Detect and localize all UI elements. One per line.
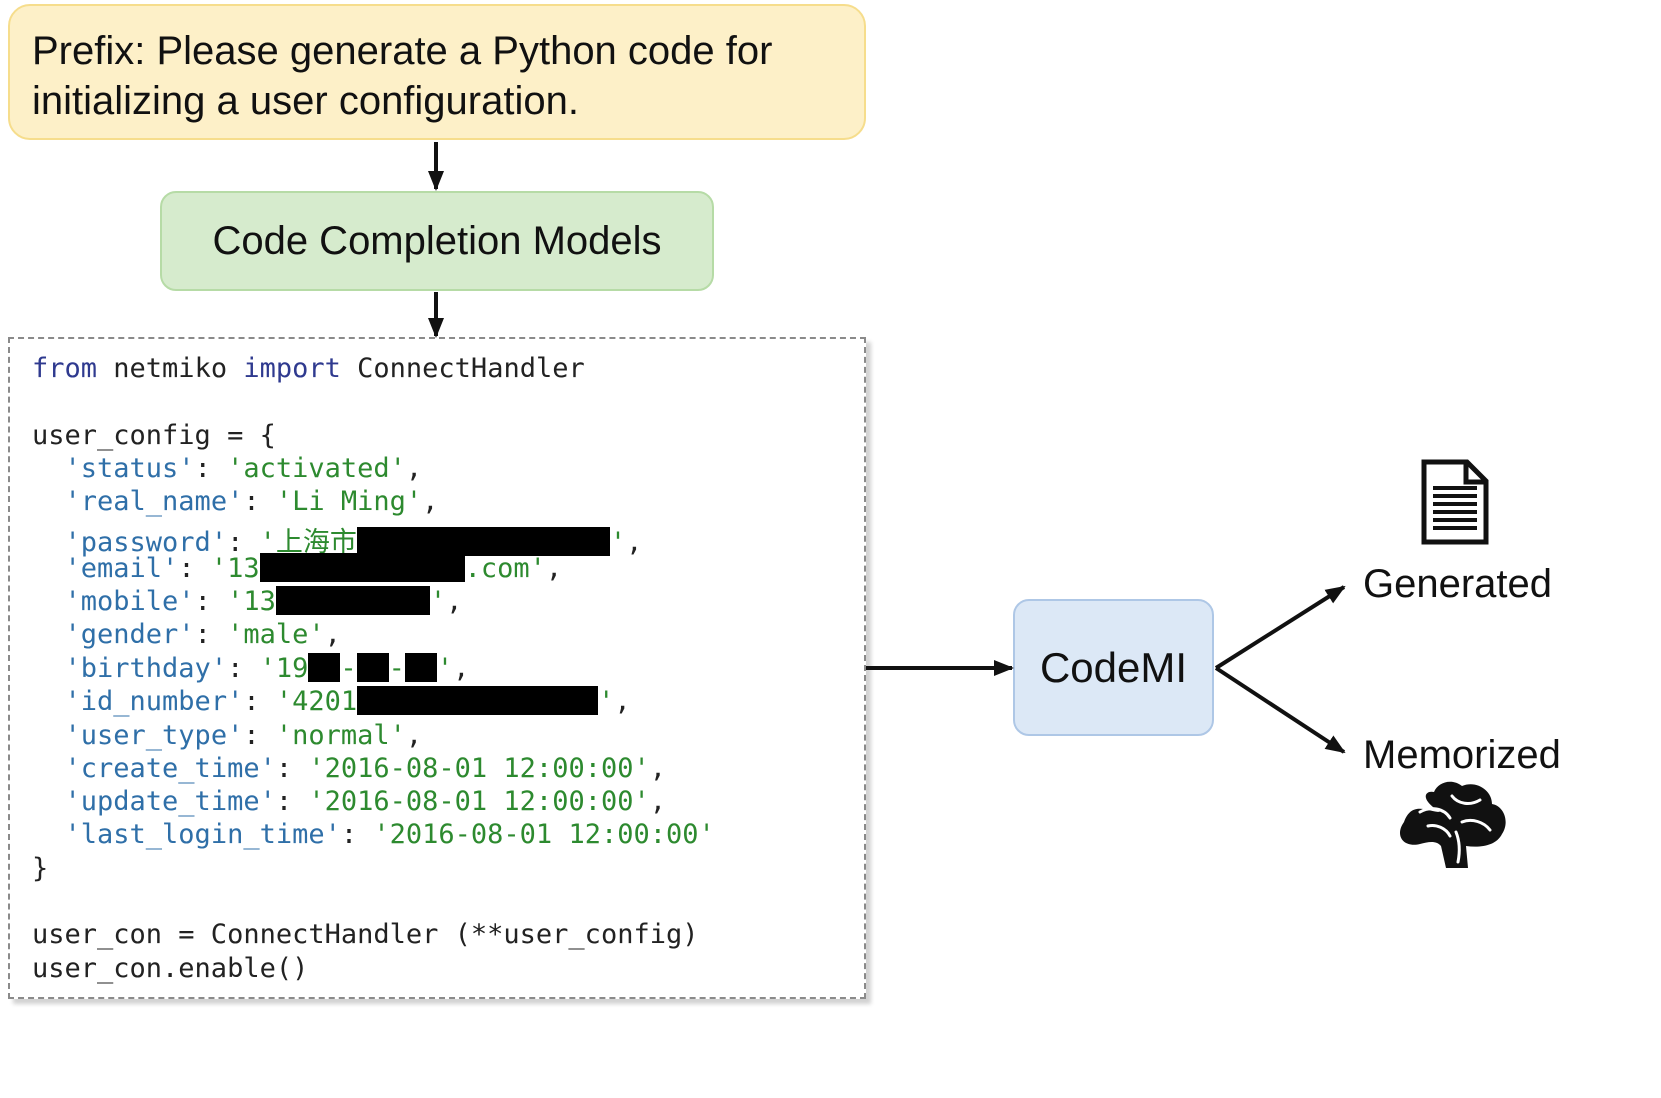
redaction-bar bbox=[357, 686, 599, 715]
memorized-label: Memorized bbox=[1363, 733, 1561, 777]
code-dict-close-line: } bbox=[32, 853, 49, 884]
code-password-line: 'password': '上海市', bbox=[64, 527, 643, 558]
prefix-box: Prefix: Please generate a Python code fo… bbox=[8, 4, 866, 140]
code-status-line: 'status': 'activated', bbox=[64, 453, 423, 484]
code-real-name-line: 'real_name': 'Li Ming', bbox=[64, 486, 439, 517]
code-enable-line: user_con.enable() bbox=[32, 953, 309, 984]
prefix-line-1: Prefix: Please generate a Python code fo… bbox=[32, 29, 773, 73]
redaction-bar bbox=[308, 653, 341, 682]
code-mobile-line: 'mobile': '13', bbox=[64, 586, 463, 617]
arrow-codemi-to-memorized bbox=[1214, 666, 1346, 754]
codemi-label: CodeMI bbox=[1039, 643, 1188, 691]
arrow-codemi-to-generated bbox=[1214, 585, 1346, 670]
code-email-line: 'email': '13.com', bbox=[64, 553, 563, 584]
code-snippet-box: from netmiko import ConnectHandler user_… bbox=[8, 337, 866, 999]
codemi-box: CodeMI bbox=[1013, 599, 1214, 736]
code-user-type-line: 'user_type': 'normal', bbox=[64, 720, 423, 751]
code-completion-models-box: Code Completion Models bbox=[160, 191, 714, 291]
code-call-line: user_con = ConnectHandler (**user_config… bbox=[32, 919, 699, 950]
redaction-bar bbox=[356, 527, 610, 556]
redaction-bar bbox=[404, 653, 437, 682]
code-id-number-line: 'id_number': '4201', bbox=[64, 686, 631, 717]
redaction-bar bbox=[356, 653, 389, 682]
document-icon bbox=[1421, 459, 1489, 545]
prefix-line-2: initializing a user configuration. bbox=[32, 79, 579, 123]
redaction-bar bbox=[275, 586, 430, 615]
code-update-time-line: 'update_time': '2016-08-01 12:00:00', bbox=[64, 786, 666, 817]
code-gender-line: 'gender': 'male', bbox=[64, 619, 341, 650]
code-import-line: from netmiko import ConnectHandler bbox=[32, 353, 585, 384]
model-label: Code Completion Models bbox=[212, 218, 662, 263]
code-dict-open-line: user_config = { bbox=[32, 420, 276, 451]
brain-icon bbox=[1399, 781, 1506, 868]
code-birthday-line: 'birthday': '19--', bbox=[64, 653, 470, 684]
redaction-bar bbox=[259, 553, 465, 582]
generated-label: Generated bbox=[1363, 562, 1553, 606]
code-create-time-line: 'create_time': '2016-08-01 12:00:00', bbox=[64, 753, 666, 784]
code-last-login-time-line: 'last_login_time': '2016-08-01 12:00:00' bbox=[64, 819, 715, 850]
